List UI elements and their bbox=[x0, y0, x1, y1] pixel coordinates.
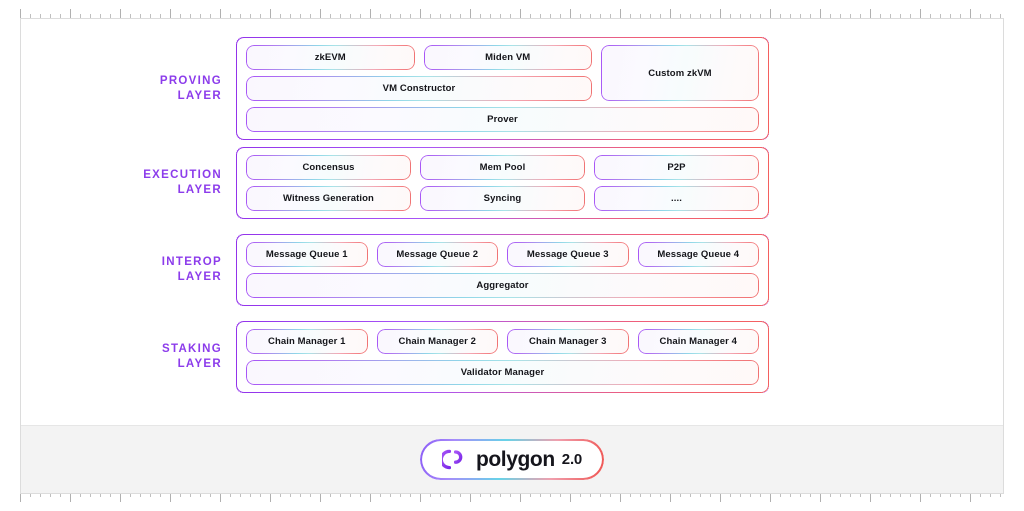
footer-bar: polygon 2.0 bbox=[21, 425, 1003, 493]
layer-row-proving: PROVING LAYER zkEVM Miden VM bbox=[21, 37, 1003, 140]
node-chain-manager-2[interactable]: Chain Manager 2 bbox=[376, 329, 498, 354]
layer-box-execution: Concensus Mem Pool P2P Witness Generatio… bbox=[236, 147, 769, 219]
node-validator-manager[interactable]: Validator Manager bbox=[246, 360, 759, 385]
node-mem-pool[interactable]: Mem Pool bbox=[420, 155, 585, 180]
node-chain-manager-1[interactable]: Chain Manager 1 bbox=[246, 329, 368, 354]
node-chain-manager-3[interactable]: Chain Manager 3 bbox=[507, 329, 629, 354]
layer-label-staking-line1: STAKING bbox=[162, 343, 222, 355]
node-witness-generation[interactable]: Witness Generation bbox=[246, 186, 411, 211]
layer-label-staking: STAKING LAYER bbox=[21, 342, 236, 372]
node-message-queue-1[interactable]: Message Queue 1 bbox=[246, 242, 368, 267]
ruler-top-major bbox=[20, 6, 1004, 19]
node-miden-vm[interactable]: Miden VM bbox=[423, 45, 592, 70]
layer-label-proving: PROVING LAYER bbox=[21, 74, 236, 104]
node-zkevm[interactable]: zkEVM bbox=[246, 45, 415, 70]
ruler-bottom-major bbox=[20, 492, 1004, 505]
node-custom-zkvm[interactable]: Custom zkVM bbox=[601, 45, 759, 101]
layer-box-interop: Message Queue 1 Message Queue 2 Message … bbox=[236, 234, 769, 306]
layer-label-proving-line2: LAYER bbox=[177, 89, 222, 102]
layer-label-interop: INTEROP LAYER bbox=[21, 255, 236, 285]
layer-label-proving-line1: PROVING bbox=[159, 74, 222, 87]
layer-box-proving: zkEVM Miden VM VM Constructor Custom zkV… bbox=[236, 37, 769, 140]
node-aggregator[interactable]: Aggregator bbox=[246, 273, 759, 298]
layer-label-execution: EXECUTION LAYER bbox=[21, 168, 236, 198]
proving-top-section: zkEVM Miden VM VM Constructor Custom zkV… bbox=[246, 45, 759, 101]
brand-name: polygon bbox=[475, 447, 555, 471]
layer-label-execution-line2: LAYER bbox=[177, 184, 222, 196]
proving-left-column: zkEVM Miden VM VM Constructor bbox=[246, 45, 592, 101]
layer-box-staking: Chain Manager 1 Chain Manager 2 Chain Ma… bbox=[236, 321, 769, 393]
node-vm-constructor[interactable]: VM Constructor bbox=[246, 76, 592, 101]
node-more[interactable]: .... bbox=[594, 186, 759, 211]
layer-row-interop: INTEROP LAYER Message Queue 1 Message Qu… bbox=[21, 234, 1003, 306]
node-prover[interactable]: Prover bbox=[246, 107, 759, 132]
node-message-queue-2[interactable]: Message Queue 2 bbox=[376, 242, 498, 267]
node-syncing[interactable]: Syncing bbox=[420, 186, 585, 211]
architecture-diagram: PROVING LAYER zkEVM Miden VM bbox=[21, 19, 1003, 425]
polygon-logo-badge[interactable]: polygon 2.0 bbox=[419, 439, 605, 480]
brand-version: 2.0 bbox=[561, 451, 583, 468]
node-message-queue-4[interactable]: Message Queue 4 bbox=[637, 242, 759, 267]
node-message-queue-3[interactable]: Message Queue 3 bbox=[507, 242, 629, 267]
polygon-logo-mark bbox=[441, 449, 463, 470]
layer-label-execution-line1: EXECUTION bbox=[143, 169, 222, 181]
node-chain-manager-4[interactable]: Chain Manager 4 bbox=[637, 329, 759, 354]
layer-row-staking: STAKING LAYER Chain Manager 1 Chain Mana… bbox=[21, 321, 1003, 393]
layer-label-interop-line2: LAYER bbox=[177, 271, 222, 283]
node-concensus[interactable]: Concensus bbox=[246, 155, 411, 180]
layer-row-execution: EXECUTION LAYER Concensus Mem Pool P2P W… bbox=[21, 147, 1003, 219]
node-p2p[interactable]: P2P bbox=[594, 155, 759, 180]
content-card: PROVING LAYER zkEVM Miden VM bbox=[20, 18, 1004, 494]
layer-label-staking-line2: LAYER bbox=[177, 358, 222, 370]
layer-label-interop-line1: INTEROP bbox=[161, 256, 222, 268]
